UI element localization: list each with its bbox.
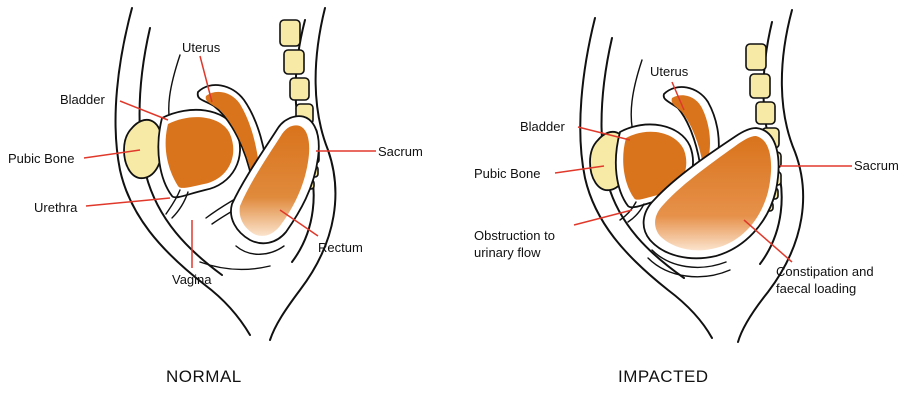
- normal-diagram: Uterus Bladder Pubic Bone Sacrum Urethra…: [8, 8, 423, 386]
- impacted-label-constipation-line2: faecal loading: [776, 281, 856, 296]
- impacted-label-bladder: Bladder: [520, 119, 565, 134]
- impacted-label-sacrum: Sacrum: [854, 158, 899, 173]
- impacted-label-uterus: Uterus: [650, 64, 689, 79]
- impacted-caption: IMPACTED: [618, 367, 709, 386]
- normal-label-uterus: Uterus: [182, 40, 221, 55]
- impacted-label-constipation-line1: Constipation and: [776, 264, 874, 279]
- normal-label-sacrum: Sacrum: [378, 144, 423, 159]
- impacted-label-obstruction-line2: urinary flow: [474, 245, 541, 260]
- normal-caption: NORMAL: [166, 367, 242, 386]
- normal-pubic-bone: [124, 120, 162, 178]
- normal-label-vagina: Vagina: [172, 272, 212, 287]
- normal-label-pubic-bone: Pubic Bone: [8, 151, 75, 166]
- impacted-label-obstruction-line1: Obstruction to: [474, 228, 555, 243]
- impacted-label-pubic-bone: Pubic Bone: [474, 166, 541, 181]
- normal-label-bladder: Bladder: [60, 92, 105, 107]
- impacted-diagram: Uterus Bladder Pubic Bone Sacrum Obstruc…: [474, 10, 899, 386]
- normal-label-rectum: Rectum: [318, 240, 363, 255]
- normal-label-urethra: Urethra: [34, 200, 78, 215]
